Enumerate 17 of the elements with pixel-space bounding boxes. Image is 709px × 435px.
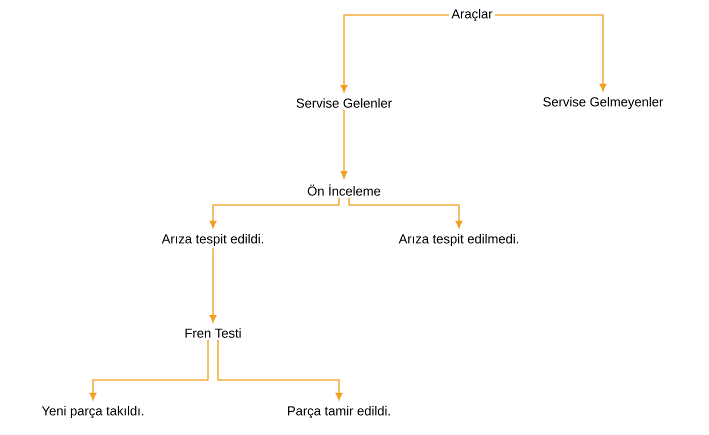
node-label: Araçlar (451, 8, 492, 22)
node-label: Arıza tespit edilmedi. (398, 234, 518, 246)
node-label: Fren Testi (186, 328, 241, 338)
arrow (217, 340, 342, 400)
arrow (494, 14, 606, 92)
node-label: Parça tamir edildi. (288, 406, 390, 418)
arrow (210, 248, 216, 322)
arrow (340, 110, 348, 178)
arrow (340, 14, 450, 92)
node-label: Ön İnceleme (308, 184, 380, 196)
arrow (210, 198, 340, 228)
node-label: Arıza tespit edildi. (162, 234, 264, 246)
arrow (348, 198, 462, 228)
arrow (90, 340, 209, 400)
node-label: Yeni parça takıldı. (42, 406, 144, 418)
node-label: Servise Gelenler (296, 98, 392, 108)
node-label: Servise Gelmeyenler (543, 96, 664, 110)
